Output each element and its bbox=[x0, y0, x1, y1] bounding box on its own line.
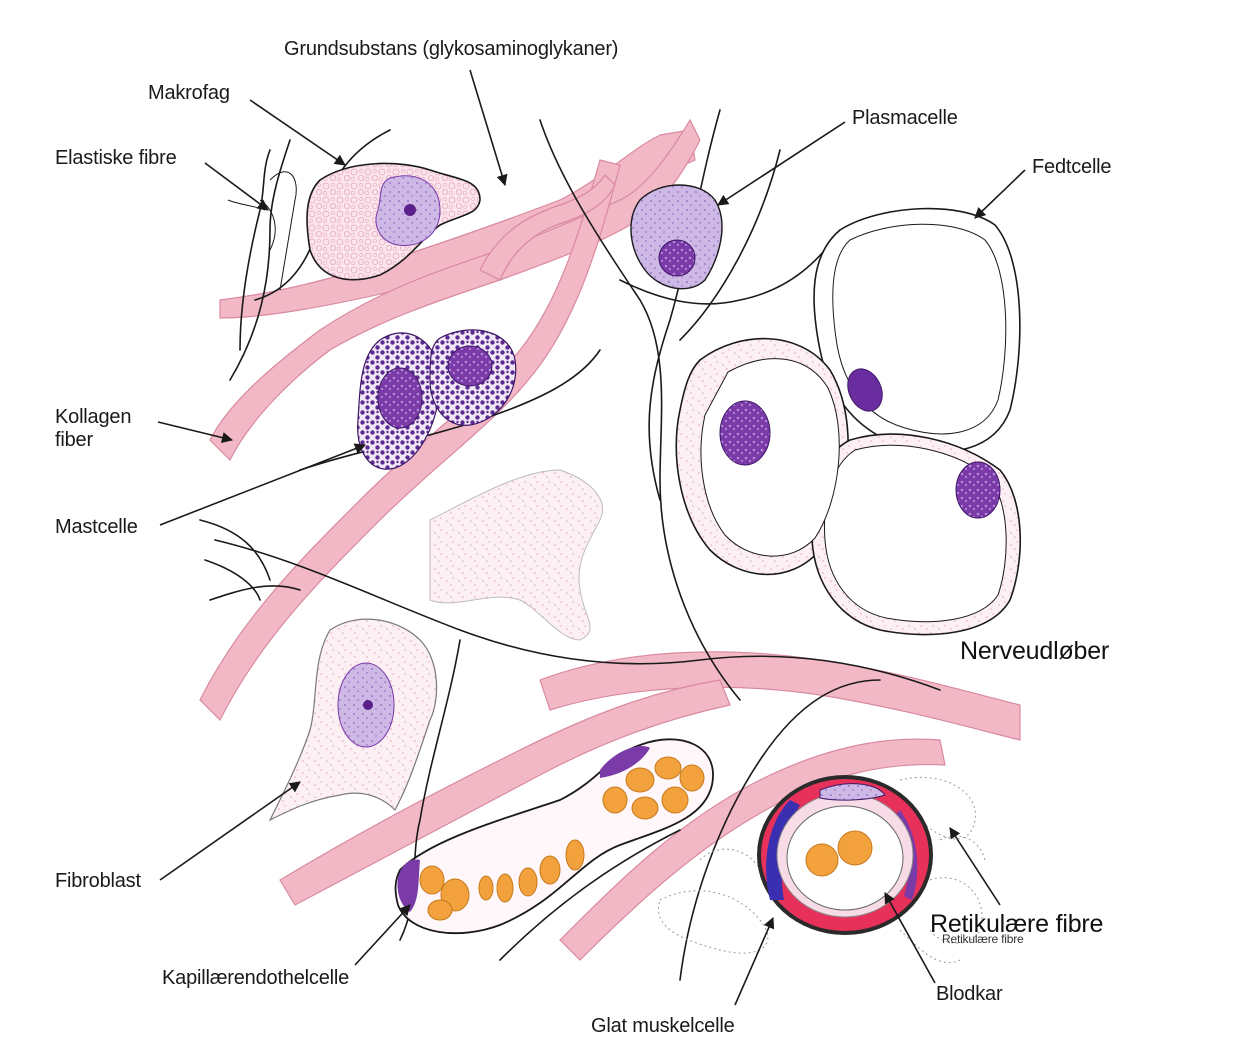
label-blodkar: Blodkar bbox=[936, 983, 1003, 1005]
label-elastiske-fibre: Elastiske fibre bbox=[55, 147, 177, 169]
capillary bbox=[394, 738, 714, 935]
fibroblast-cell bbox=[268, 618, 438, 822]
label-makrofag: Makrofag bbox=[148, 82, 230, 104]
fat-cells bbox=[675, 207, 1022, 636]
ground-substance-region bbox=[429, 469, 604, 641]
nerve-and-elastic-fibers bbox=[199, 109, 941, 981]
plasma-cell bbox=[630, 184, 723, 290]
macrophage-cell bbox=[306, 162, 481, 281]
label-fibroblast: Fibroblast bbox=[55, 870, 141, 892]
label-retikulaere-fibre: Retikulære fibre bbox=[930, 910, 1104, 938]
label-glat-muskelcelle: Glat muskelcelle bbox=[591, 1015, 735, 1037]
leader-lines bbox=[157, 69, 1026, 1006]
label-kapillaerendothelcelle: Kapillærendothelcelle bbox=[162, 967, 350, 989]
label-kollagen-fiber: Kollagen fiber bbox=[55, 406, 132, 451]
collagen-fibers bbox=[199, 118, 1021, 961]
mast-cells bbox=[357, 329, 517, 470]
label-plasmacelle: Plasmacelle bbox=[852, 107, 958, 129]
label-fedtcelle: Fedtcelle bbox=[1032, 156, 1112, 178]
label-grundsubstans: Grundsubstans (glykosaminoglykaner) bbox=[284, 38, 619, 60]
label-nerveudlober: Nerveudløber bbox=[960, 637, 1110, 665]
blood-vessel bbox=[757, 775, 933, 935]
reticular-fiber-network bbox=[657, 776, 986, 964]
elastic-fiber-bundle bbox=[227, 171, 297, 291]
label-retikulaere-fibre-small: Retikulære fibre bbox=[942, 932, 1024, 946]
label-mastcelle: Mastcelle bbox=[55, 516, 138, 538]
